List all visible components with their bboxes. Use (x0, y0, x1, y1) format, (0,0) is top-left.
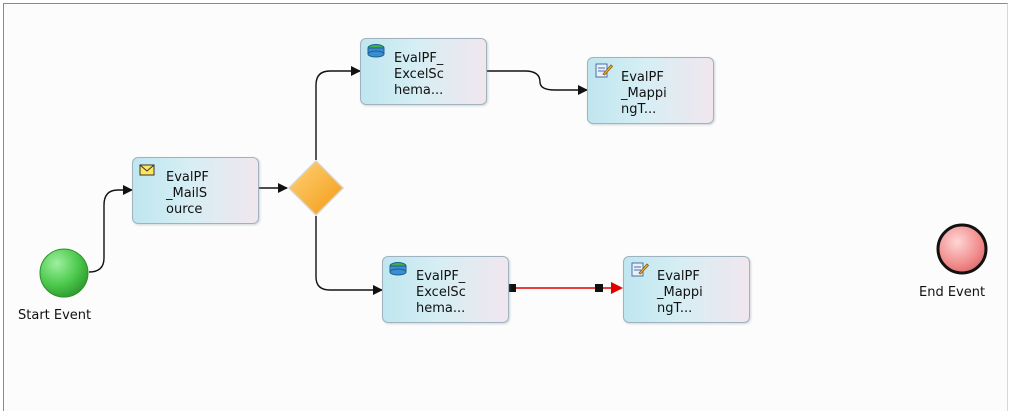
notepad-pencil-icon (631, 262, 649, 277)
start-event-circle[interactable] (38, 247, 90, 299)
database-icon (389, 262, 407, 276)
task-excel-schema-bottom-label: EvalPF_ ExcelSc hema... (416, 269, 466, 316)
end-event-label: End Event (919, 285, 986, 300)
task-excel-schema-top[interactable]: EvalPF_ ExcelSc hema... (360, 38, 487, 105)
task-mail-source-label: EvalPF _MailS ource (166, 170, 209, 217)
task-mapping-bottom[interactable]: EvalPF _Mappi ngT... (623, 256, 750, 323)
end-event-circle[interactable] (935, 222, 989, 276)
task-excel-schema-top-label: EvalPF_ ExcelSc hema... (394, 51, 444, 98)
task-mapping-top-label: EvalPF _Mappi ngT... (621, 70, 667, 117)
task-mapping-bottom-label: EvalPF _Mappi ngT... (657, 269, 703, 316)
task-mail-source[interactable]: EvalPF _MailS ource (132, 157, 259, 224)
task-mapping-top[interactable]: EvalPF _Mappi ngT... (587, 57, 714, 124)
task-excel-schema-bottom[interactable]: EvalPF_ ExcelSc hema... (382, 256, 509, 323)
start-event-label: Start Event (18, 308, 92, 323)
envelope-icon (139, 164, 155, 176)
database-icon (367, 44, 385, 58)
notepad-pencil-icon (595, 63, 613, 78)
exclusive-gateway[interactable] (288, 160, 344, 216)
